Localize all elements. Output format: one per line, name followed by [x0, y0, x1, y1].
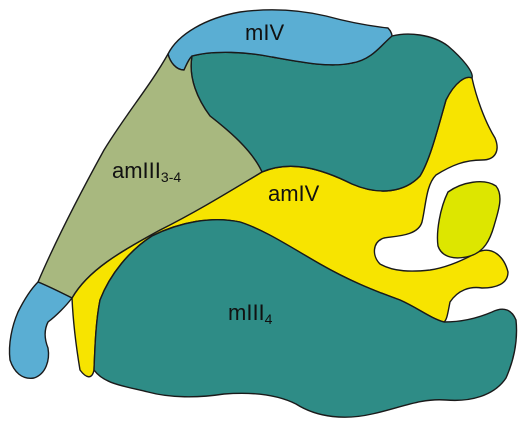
region-blue-southwest [9, 282, 72, 378]
label-amIV: amIV [268, 181, 320, 206]
region-island [437, 182, 499, 258]
label-mIV: mIV [245, 20, 284, 45]
